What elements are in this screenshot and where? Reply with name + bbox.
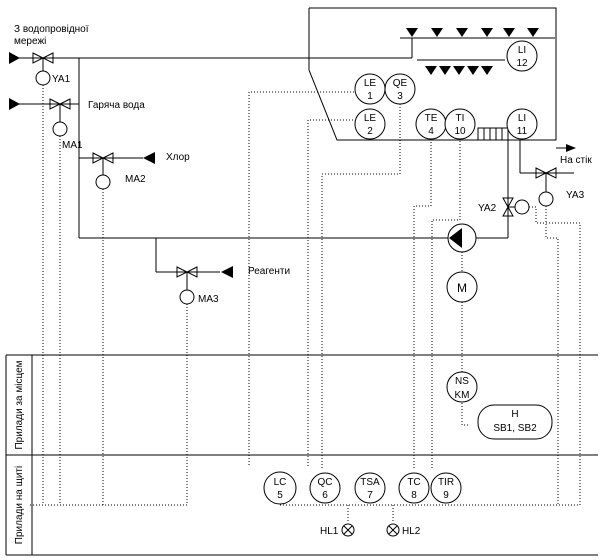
instrument-tir9-num: 9 xyxy=(443,490,449,501)
flow-arrows xyxy=(9,52,576,278)
instrument-ti10-num: 10 xyxy=(454,126,466,137)
instrument-li12: LI 12 xyxy=(506,40,538,72)
signal-lines xyxy=(30,85,581,522)
instrument-le2: LE 2 xyxy=(354,108,386,140)
instrument-le2-tag: LE xyxy=(364,113,377,124)
valve-ya2: YA2 xyxy=(478,197,530,217)
instrument-tsa7-tag: TSA xyxy=(360,477,380,488)
instrument-qc6-tag: QC xyxy=(318,477,333,488)
instrument-te4-num: 4 xyxy=(428,126,434,137)
instrument-te4: TE 4 xyxy=(415,108,447,140)
hot-water-label: Гаряча вода xyxy=(88,100,145,111)
lamp-hl2-label: HL2 xyxy=(402,526,421,537)
instrument-li12-tag: LI xyxy=(518,45,526,56)
valve-ya3: YA3 xyxy=(535,167,585,207)
water-main-label-2: мережі xyxy=(14,36,46,47)
instrument-tsa7: TSA 7 xyxy=(354,472,386,504)
valve-chlorine: MA2 xyxy=(92,152,146,190)
tank xyxy=(308,7,557,141)
starter-ns-km-num: KM xyxy=(455,390,470,401)
instrument-li12-num: 12 xyxy=(516,58,528,69)
instrument-qc6-num: 6 xyxy=(322,490,328,501)
instrument-ti10: TI 10 xyxy=(444,108,476,140)
instrument-le2-num: 2 xyxy=(367,126,373,137)
instrument-qe3-tag: QE xyxy=(393,78,408,89)
instrument-tc8-tag: TC xyxy=(407,477,420,488)
switch-block: H SB1, SB2 xyxy=(477,404,553,440)
lamp-hl1: HL1 xyxy=(320,523,355,537)
process-piping xyxy=(12,38,574,273)
switch-block-line2: SB1, SB2 xyxy=(493,423,537,434)
motor: M xyxy=(446,271,478,303)
motor-label: M xyxy=(457,281,467,295)
valve-ya1: YA1 xyxy=(32,52,71,86)
valve-ya2-label: YA2 xyxy=(478,203,497,214)
instrument-li11-num: 11 xyxy=(517,126,528,137)
instrument-qe3-num: 3 xyxy=(397,91,403,102)
zone-grid xyxy=(5,354,598,556)
reagents-label: Реагенти xyxy=(248,266,290,277)
valve-ma1-label: MA1 xyxy=(62,140,83,151)
instrument-qc6: QC 6 xyxy=(309,472,341,504)
instrument-tsa7-num: 7 xyxy=(367,490,373,501)
lamp-hl2: HL2 xyxy=(386,523,421,537)
water-main-label-1: З водопровідної xyxy=(14,24,89,35)
instrument-li11-tag: LI xyxy=(518,113,526,124)
instrument-tc8: TC 8 xyxy=(398,472,430,504)
instrument-lc5-num: 5 xyxy=(277,490,283,501)
valve-ma2-label: MA2 xyxy=(125,174,146,185)
instrument-lc5: LC 5 xyxy=(263,471,297,505)
instrument-tc8-num: 8 xyxy=(411,490,417,501)
instrument-le1-tag: LE xyxy=(364,78,377,89)
instrument-le1-num: 1 xyxy=(367,91,373,102)
instrument-te4-tag: TE xyxy=(425,113,438,124)
instrument-tir9: TIR 9 xyxy=(430,472,462,504)
starter-ns-km-tag: NS xyxy=(455,376,469,387)
instrument-li11: LI 11 xyxy=(506,108,538,140)
chlorine-label: Хлор xyxy=(166,152,190,163)
valve-ma3-label: MA3 xyxy=(198,294,219,305)
spray-nozzles-upper xyxy=(400,28,555,39)
instrument-tir9-tag: TIR xyxy=(438,477,454,488)
instrument-lc5-tag: LC xyxy=(274,477,287,488)
spray-nozzles-lower xyxy=(417,59,505,75)
lamp-hl1-label: HL1 xyxy=(320,526,339,537)
to-drain-label: На стік xyxy=(560,155,592,166)
zone-panel-label: Прилади на щиті xyxy=(14,466,25,544)
starter-ns-km: NS KM xyxy=(446,371,478,403)
pump xyxy=(447,223,477,253)
instrument-le1: LE 1 xyxy=(354,73,386,105)
valve-hot-water: MA1 xyxy=(49,98,83,151)
instrument-qe3: QE 3 xyxy=(384,73,416,105)
switch-block-line1: H xyxy=(511,409,518,420)
zone-local-label: Прилади за місцем xyxy=(14,360,25,449)
valve-reagents: MA3 xyxy=(176,266,219,305)
instrument-ti10-tag: TI xyxy=(456,113,465,124)
valve-ya1-label: YA1 xyxy=(52,74,71,85)
valve-ya3-label: YA3 xyxy=(566,190,585,201)
level-gauge-box xyxy=(477,127,509,141)
